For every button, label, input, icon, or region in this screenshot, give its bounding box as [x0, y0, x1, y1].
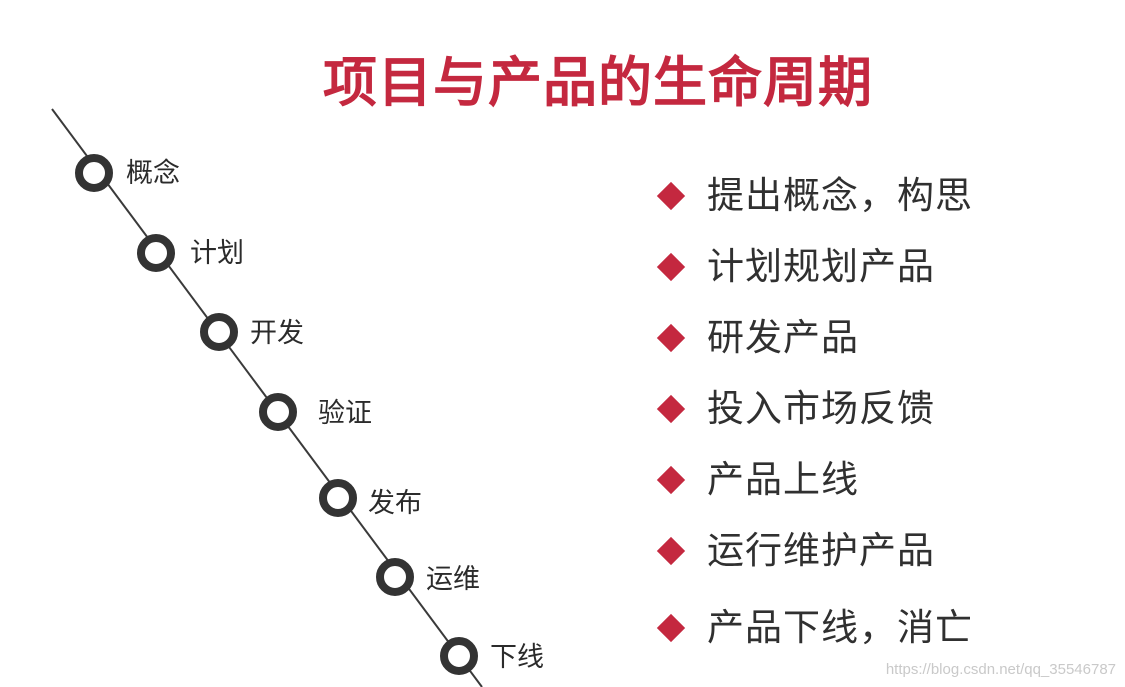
timeline-stage-label: 验证	[318, 398, 372, 429]
point-text: 投入市场反馈	[707, 387, 935, 430]
timeline-stage-label: 开发	[250, 318, 304, 349]
diamond-bullet-icon	[656, 323, 686, 352]
point-text: 运行维护产品	[707, 529, 935, 572]
timeline-stage-label: 下线	[490, 642, 544, 673]
timeline-node-4	[259, 393, 297, 431]
timeline-node-1	[75, 154, 113, 192]
timeline-node-3	[200, 313, 238, 351]
point-text: 产品上线	[707, 458, 859, 501]
timeline-stage-label: 计划	[190, 238, 244, 269]
list-item: 投入市场反馈	[656, 373, 973, 444]
timeline-node-2	[137, 234, 175, 272]
point-text: 产品下线，消亡	[707, 606, 973, 649]
timeline-node-7	[440, 637, 478, 675]
list-item: 计划规划产品	[656, 231, 973, 302]
list-item: 研发产品	[656, 302, 973, 373]
timeline-stage-label: 概念	[126, 158, 180, 189]
point-text: 提出概念，构思	[707, 174, 973, 217]
timeline-stage-label: 运维	[426, 564, 480, 595]
point-text: 计划规划产品	[707, 245, 935, 288]
timeline-node-5	[319, 479, 357, 517]
diamond-bullet-icon	[656, 536, 686, 565]
diamond-bullet-icon	[656, 465, 686, 494]
timeline-stage-label: 发布	[368, 488, 422, 519]
diamond-bullet-icon	[656, 181, 686, 210]
timeline-node-6	[376, 558, 414, 596]
diamond-bullet-icon	[656, 252, 686, 281]
timeline-nodes	[75, 154, 478, 675]
list-item: 产品下线，消亡	[656, 592, 973, 663]
list-item: 运行维护产品	[656, 515, 973, 586]
lifecycle-points-list: 提出概念，构思计划规划产品研发产品投入市场反馈产品上线运行维护产品产品下线，消亡	[656, 160, 973, 663]
page-title: 项目与产品的生命周期	[323, 51, 873, 114]
diamond-bullet-icon	[656, 394, 686, 423]
watermark: https://blog.csdn.net/qq_35546787	[885, 661, 1116, 678]
list-item: 产品上线	[656, 444, 973, 515]
diamond-bullet-icon	[656, 613, 686, 642]
point-text: 研发产品	[707, 316, 859, 359]
list-item: 提出概念，构思	[656, 160, 973, 231]
